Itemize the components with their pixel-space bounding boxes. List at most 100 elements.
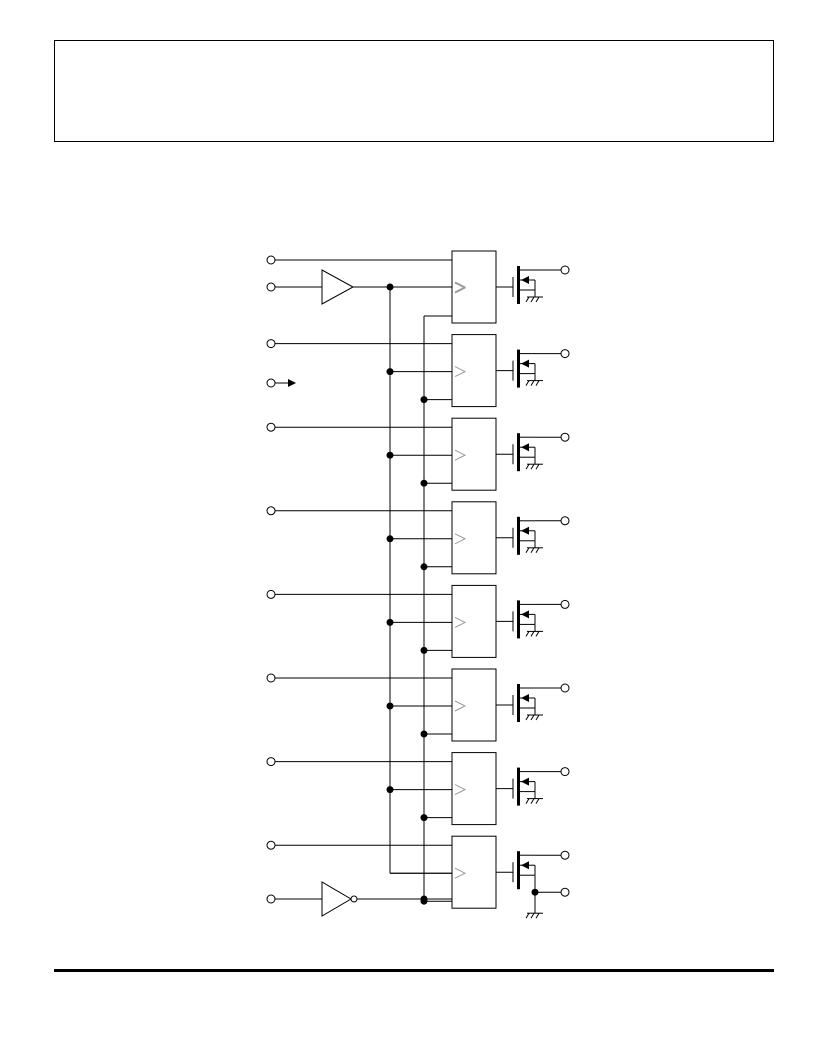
body-arrow (521, 359, 529, 368)
body-arrow (521, 443, 529, 452)
ground-hatch (525, 380, 530, 386)
output-pin (560, 432, 570, 442)
ground-hatch (525, 714, 530, 721)
ground-hatch (535, 380, 540, 386)
ground-icon (525, 547, 543, 554)
data-input-pin (266, 589, 276, 599)
data-input-pin (266, 673, 276, 683)
bus-group (389, 288, 452, 902)
clock-mark-icon (454, 700, 467, 712)
latch-block (451, 334, 497, 408)
clock-mark-icon (454, 281, 467, 293)
ground-hatch (530, 912, 535, 919)
ground-hatch (535, 547, 540, 554)
ground-hatch (525, 547, 530, 554)
latch-block (451, 250, 497, 324)
extra-input-pin (266, 378, 276, 388)
output-pin (560, 265, 570, 275)
clock-bus-dot (386, 283, 394, 291)
latch-block (451, 835, 497, 909)
body-arrow (521, 610, 529, 619)
clock-mark-icon (454, 616, 467, 628)
body-arrow (521, 861, 529, 870)
ground-hatch (530, 463, 535, 470)
clock-mark-icon (454, 784, 467, 796)
data-input-pin (266, 506, 276, 516)
input-stage-group (266, 269, 467, 917)
extra-output-pin (560, 887, 570, 897)
ground-hatch (530, 380, 535, 386)
ground-hatch (535, 798, 540, 804)
channel-bar (517, 767, 520, 806)
body-arrow (521, 694, 529, 702)
ground-hatch (530, 296, 535, 303)
ground-icon (525, 630, 543, 637)
latch-block (451, 668, 497, 742)
inverter-icon (321, 881, 352, 917)
ground-hatch (530, 798, 535, 804)
channel-bar (517, 266, 520, 304)
ground-hatch (525, 912, 530, 919)
inversion-bubble (350, 895, 358, 903)
ground-hatch (530, 631, 535, 637)
channel-4 (266, 501, 570, 575)
latch-block (451, 501, 497, 575)
clock-mark-icon (454, 533, 467, 545)
clock-mark-icon (454, 449, 467, 461)
channel-bar (517, 851, 520, 890)
nmos-transistor-icon (512, 266, 561, 304)
ground-hatch (525, 798, 530, 804)
channel-3 (266, 417, 570, 491)
ground-hatch (530, 714, 535, 721)
channel-2 (266, 334, 570, 408)
clock-mark-icon (454, 867, 467, 879)
clock-mark-icon (454, 282, 467, 294)
ground-hatch (535, 714, 540, 721)
nmos-transistor-icon (512, 767, 561, 806)
ground-hatch (525, 463, 530, 470)
clock-input-pin (266, 282, 276, 292)
channel-bar (517, 516, 520, 555)
ground-icon (525, 714, 543, 721)
ground-hatch (535, 463, 540, 470)
latch-block (451, 752, 497, 826)
body-arrow (521, 276, 529, 284)
channel-1 (266, 250, 570, 324)
channel-5 (266, 584, 570, 658)
channel-bar (517, 433, 520, 472)
channel-8 (266, 835, 570, 919)
channel-bar (517, 600, 520, 639)
header-box (54, 40, 774, 142)
ground-icon (525, 912, 543, 919)
ground-icon (525, 798, 543, 804)
channel-bar (517, 349, 520, 388)
nmos-transistor-icon (512, 600, 561, 639)
ground-hatch (535, 631, 540, 637)
output-pin (560, 850, 570, 860)
latch-block (451, 417, 497, 491)
data-input-pin (266, 840, 276, 850)
nmos-transistor-icon (512, 851, 561, 914)
body-arrow (521, 777, 529, 786)
channel-6 (266, 668, 570, 742)
buffer-icon (321, 269, 355, 305)
nmos-transistor-icon (512, 433, 561, 472)
ground-icon (525, 380, 543, 386)
data-input-pin (266, 339, 276, 349)
ground-hatch (535, 912, 540, 919)
channel-7 (266, 752, 570, 826)
body-arrow (521, 526, 529, 535)
data-input-pin (266, 255, 276, 265)
channel-group (266, 250, 570, 919)
ground-hatch (525, 296, 530, 303)
ground-hatch (535, 296, 540, 303)
ground-hatch (530, 547, 535, 554)
nmos-transistor-icon (512, 516, 561, 555)
ground-icon (525, 296, 543, 303)
data-input-pin (266, 757, 276, 767)
output-pin (560, 516, 570, 526)
enable-input-pin (266, 894, 276, 904)
output-pin (560, 683, 570, 693)
clock-mark-icon (454, 366, 467, 378)
